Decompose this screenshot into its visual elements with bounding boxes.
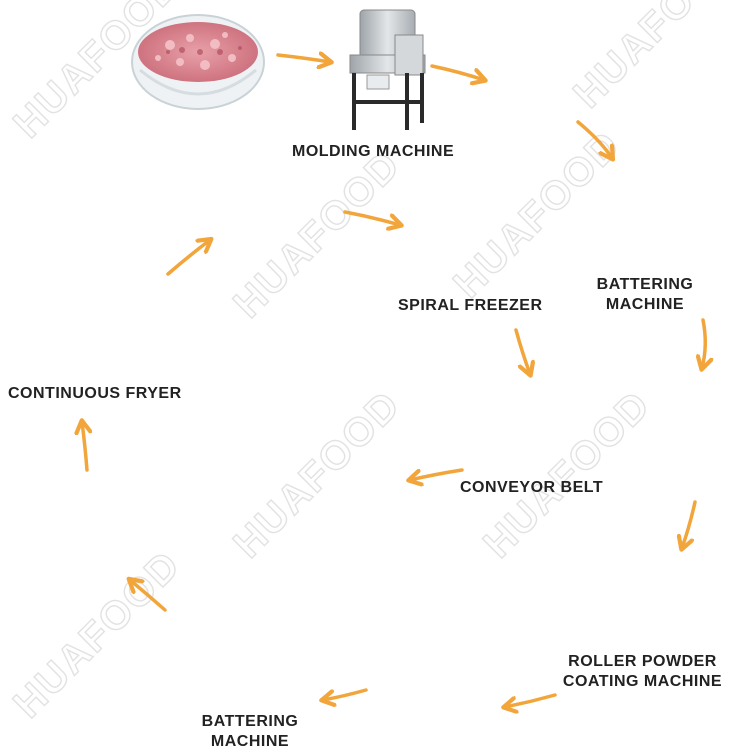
arrow-coated-to-battering: [323, 688, 368, 700]
label-battering-machine-bottom-line-2: MACHINE: [210, 733, 290, 750]
arrow-conveyor-to-breaded: [410, 468, 464, 480]
label-molding-machine: MOLDING MACHINE: [292, 143, 455, 160]
label-continuous-fryer: CONTINUOUS FRYER: [8, 385, 182, 402]
label-battering-machine-top-line-2: MACHINE: [605, 296, 685, 313]
watermark: HUAFOOD: [475, 382, 659, 566]
label-battering-machine-bottom: BATTERING MACHINE: [190, 712, 310, 752]
label-roller-powder-coating-machine: ROLLER POWDER COATING MACHINE: [555, 652, 730, 692]
arrow-battering-to-battered: [702, 318, 705, 368]
watermark: HUAFOOD: [565, 0, 749, 116]
arrow-fryer-to-fried: [166, 240, 210, 276]
arrow-fried-to-freezer: [343, 210, 400, 225]
arrow-coated2-to-fryer: [82, 422, 87, 472]
label-roller-powder-line-1: ROLLER POWDER: [568, 653, 717, 670]
arrow-roller-to-coated: [505, 693, 557, 707]
watermark: HUAFOOD: [225, 382, 409, 566]
arrow-freezer-to-conveyor: [514, 328, 530, 374]
arrow-battered-to-roller: [682, 500, 697, 548]
molding-machine-image: [349, 9, 426, 130]
label-spiral-freezer: SPIRAL FREEZER: [398, 297, 543, 314]
arrow-nuggets-to-battering: [576, 120, 612, 158]
label-battering-machine-top: BATTERING MACHINE: [585, 275, 705, 315]
label-battering-machine-bottom-line-1: BATTERING: [201, 713, 299, 730]
watermark: HUAFOOD: [5, 542, 189, 726]
label-battering-machine-top-line-1: BATTERING: [596, 276, 694, 293]
label-roller-powder-line-2: COATING MACHINE: [562, 673, 723, 690]
arrow-molding-to-nuggets: [430, 64, 484, 80]
label-conveyor-belt: CONVEYOR BELT: [460, 479, 604, 496]
watermark-layer: HUAFOOD HUAFOOD HUAFOOD HUAFOOD HUAFOOD …: [5, 0, 750, 727]
raw-meat-bowl-image: [131, 14, 265, 110]
arrow-meat-to-molding: [276, 55, 330, 62]
arrow-battering-to-coated2: [130, 580, 167, 612]
watermark: HUAFOOD: [225, 142, 409, 326]
